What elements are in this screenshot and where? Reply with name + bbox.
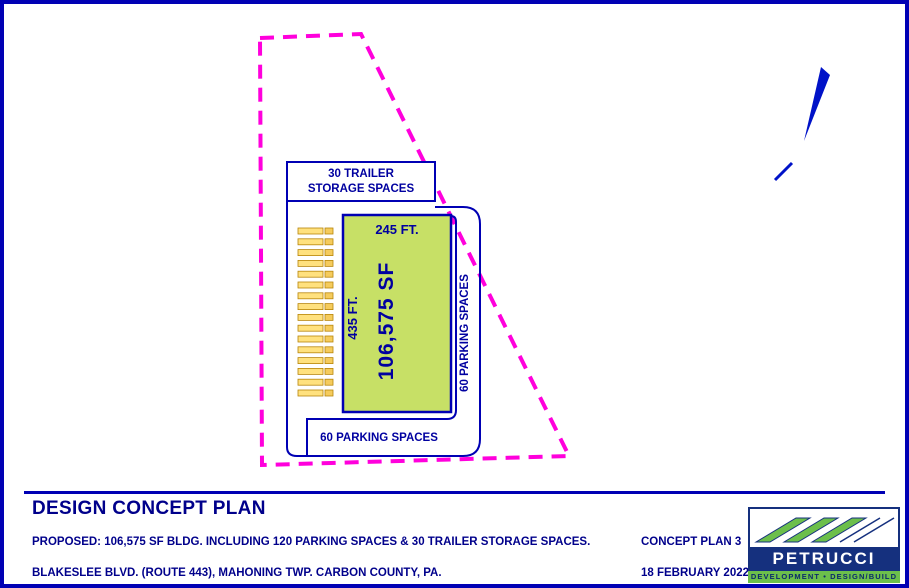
trailer-cab-icon bbox=[324, 249, 334, 257]
building-footprint bbox=[341, 213, 453, 414]
trailer-cab-icon bbox=[324, 357, 334, 365]
petrucci-logo-name: PETRUCCI bbox=[748, 547, 900, 571]
trailer-icon bbox=[297, 335, 324, 343]
building-area-label: 106,575 SF bbox=[375, 262, 398, 381]
trailer-cab-icon bbox=[324, 238, 334, 246]
trailer-icons bbox=[297, 227, 334, 397]
building-width-label: 245 FT. bbox=[375, 222, 418, 237]
trailer-icon bbox=[297, 357, 324, 365]
north-arrow-icon bbox=[804, 67, 830, 141]
trailer-icon bbox=[297, 313, 324, 321]
trailer-cab-icon bbox=[324, 346, 334, 354]
trailer-cab-icon bbox=[324, 303, 334, 311]
site-perimeter-outline bbox=[286, 201, 481, 457]
trailer-cab-icon bbox=[324, 259, 334, 267]
north-arrow-tick-icon bbox=[773, 161, 794, 182]
trailer-icon bbox=[297, 346, 324, 354]
trailer-icon bbox=[297, 367, 324, 375]
property-boundary-line bbox=[257, 31, 573, 468]
trailer-icon bbox=[297, 227, 324, 235]
petrucci-logo: PETRUCCI DEVELOPMENT • DESIGN/BUILD bbox=[748, 507, 900, 583]
trailer-storage-label-line2: STORAGE SPACES bbox=[308, 183, 415, 195]
trailer-cab-icon bbox=[324, 367, 334, 375]
trailer-icon bbox=[297, 378, 324, 386]
trailer-storage-label-line1: 30 TRAILER bbox=[328, 168, 395, 180]
trailer-icon bbox=[297, 389, 324, 397]
bottom-parking-label: 60 PARKING SPACES bbox=[320, 432, 438, 444]
petrucci-logo-tagline: DEVELOPMENT • DESIGN/BUILD bbox=[748, 571, 900, 583]
trailer-cab-icon bbox=[324, 313, 334, 321]
site-plan-drawing: 30 TRAILER STORAGE SPACES 245 FT. 106,57… bbox=[257, 31, 830, 468]
trailer-cab-icon bbox=[324, 389, 334, 397]
page-title: DESIGN CONCEPT PLAN bbox=[32, 498, 266, 519]
right-parking-label: 60 PARKING SPACES bbox=[459, 274, 471, 392]
trailer-cab-icon bbox=[324, 324, 334, 332]
trailer-icon bbox=[297, 249, 324, 257]
trailer-icon bbox=[297, 259, 324, 267]
trailer-cab-icon bbox=[324, 378, 334, 386]
trailer-icon bbox=[297, 270, 324, 278]
trailer-cab-icon bbox=[324, 227, 334, 235]
titleblock-divider bbox=[24, 491, 885, 494]
trailer-icon bbox=[297, 303, 324, 311]
trailer-icon bbox=[297, 292, 324, 300]
trailer-cab-icon bbox=[324, 335, 334, 343]
petrucci-logo-mark-icon bbox=[748, 507, 900, 547]
plan-date: 18 FEBRUARY 2022 bbox=[641, 567, 750, 579]
trailer-cab-icon bbox=[324, 292, 334, 300]
proposed-description-text: PROPOSED: 106,575 SF BLDG. INCLUDING 120… bbox=[32, 536, 591, 548]
trailer-icon bbox=[297, 238, 324, 246]
parking-inner-outline bbox=[306, 215, 457, 455]
trailer-icon bbox=[297, 324, 324, 332]
site-address-text: BLAKESLEE BLVD. (ROUTE 443), MAHONING TW… bbox=[32, 567, 442, 579]
concept-plan-number: CONCEPT PLAN 3 bbox=[641, 536, 742, 548]
building-depth-label: 435 FT. bbox=[345, 296, 360, 339]
trailer-cab-icon bbox=[324, 270, 334, 278]
trailer-cab-icon bbox=[324, 281, 334, 289]
trailer-storage-label-box bbox=[286, 161, 436, 202]
trailer-icon bbox=[297, 281, 324, 289]
